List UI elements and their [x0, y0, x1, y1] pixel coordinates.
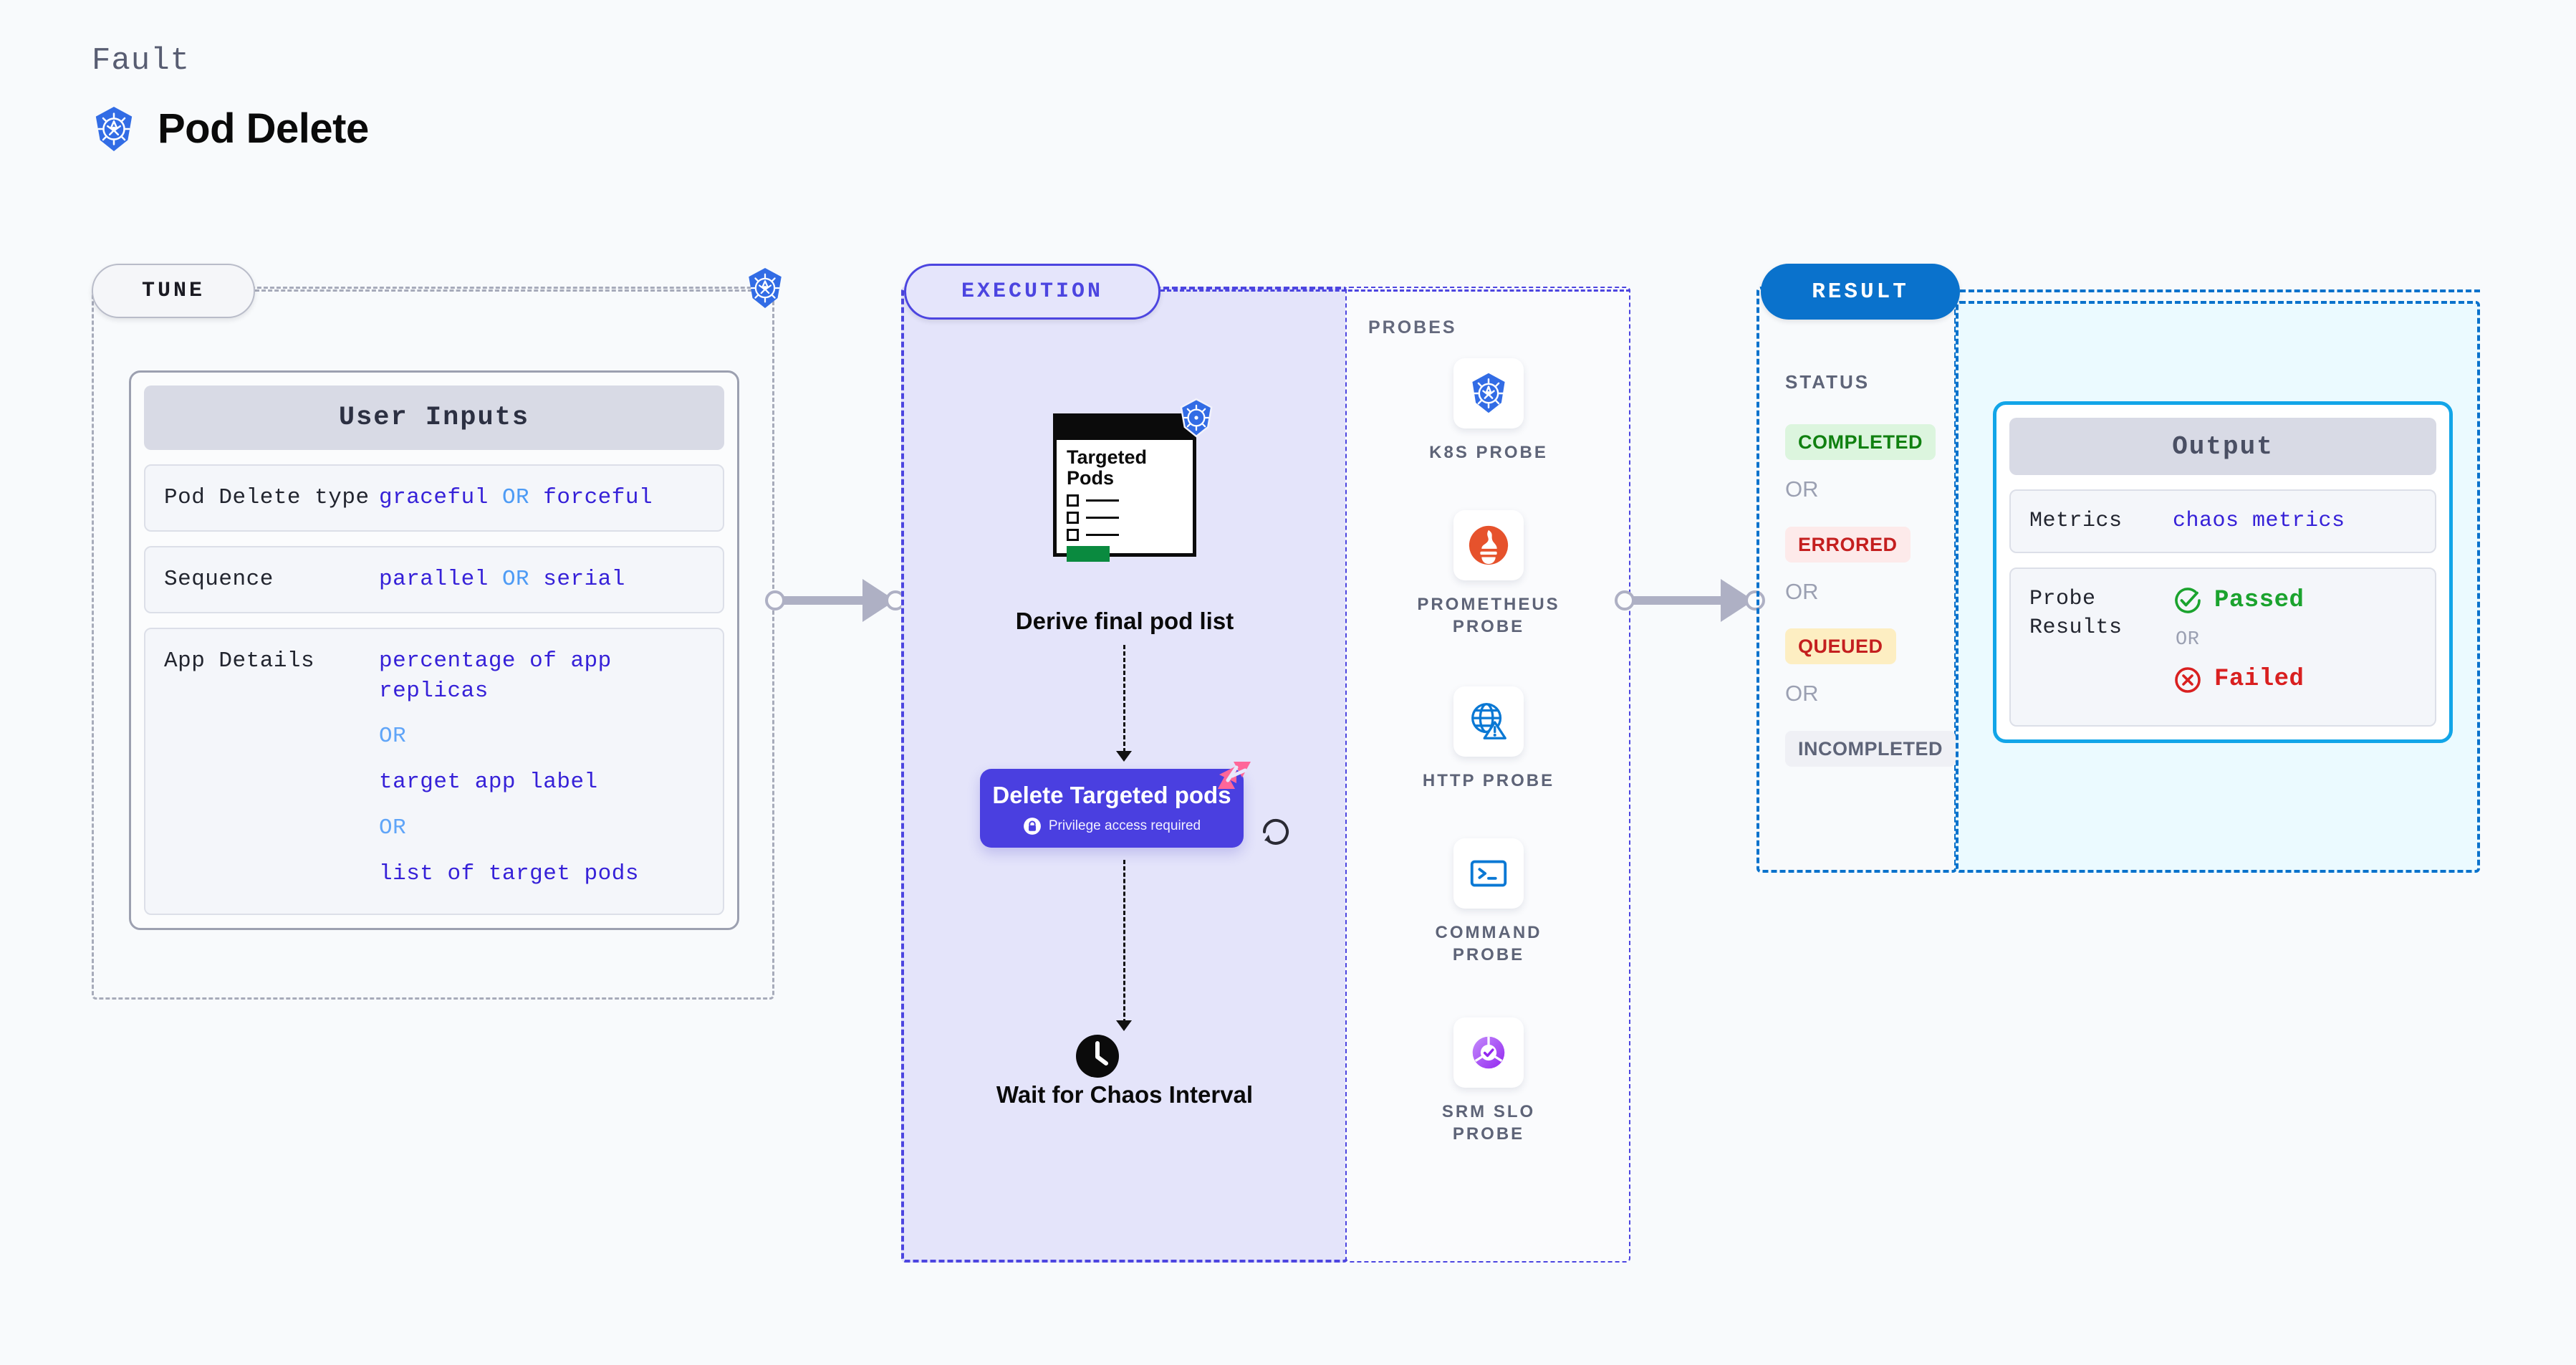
table-row: Sequence parallel OR serial [144, 545, 724, 613]
page-title: Pod Delete [158, 105, 369, 152]
probes-group-box [1345, 287, 1630, 1263]
row-label: Pod Delete type [164, 485, 370, 510]
user-inputs-card: User Inputs Pod Delete type graceful OR … [129, 370, 739, 930]
probe-label: COMMAND PROBE [1435, 923, 1542, 965]
probes-title: PROBES [1368, 317, 1457, 337]
or-separator: OR [1785, 476, 1819, 502]
eyebrow-label: Fault [92, 43, 191, 79]
tune-group-box [92, 287, 774, 1000]
row-label: Metrics [2029, 509, 2123, 533]
terminal-icon [1453, 838, 1524, 909]
value-option: parallel [379, 566, 489, 592]
probe-srm-slo[interactable]: SRM SLO PROBE [1406, 1017, 1571, 1145]
row-value: parallel OR serial [379, 565, 625, 595]
table-row: Pod Delete type graceful OR forceful [144, 464, 724, 532]
kubernetes-icon [1178, 398, 1215, 441]
delete-card-title: Delete Targeted pods [992, 781, 1231, 808]
execution-leader-line [1160, 289, 1630, 292]
targeted-pods-card: Targeted Pods [1053, 398, 1213, 562]
kubernetes-icon [1453, 358, 1524, 428]
privilege-note-text: Privilege access required [1048, 818, 1201, 834]
delete-targeted-pods-card[interactable]: Delete Targeted pods Privilege access re… [980, 762, 1251, 848]
row-value: percentage of app replicas OR target app… [379, 646, 639, 889]
wait-step-label: Wait for Chaos Interval [996, 1081, 1254, 1108]
probe-result-pass: Passed [2173, 585, 2304, 618]
loop-repeat-icon [1257, 813, 1294, 854]
pass-label: Passed [2214, 586, 2305, 614]
flow-arrow [1116, 1020, 1132, 1031]
tune-leader-line [255, 289, 765, 292]
table-row: Probe Results Passed OR Failed [2009, 567, 2436, 727]
or-separator: OR [501, 485, 530, 510]
table-row: App Details percentage of app replicas O… [144, 627, 724, 915]
status-badge: QUEUED [1785, 628, 1896, 664]
progress-bar [1067, 546, 1110, 562]
title-row: Pod Delete [92, 105, 369, 153]
value-option: target app label [379, 770, 598, 795]
row-value: Passed OR Failed [2173, 585, 2304, 696]
or-separator: OR [1785, 681, 1819, 706]
probe-label: HTTP PROBE [1422, 771, 1555, 790]
probe-prometheus[interactable]: PROMETHEUS PROBE [1406, 510, 1571, 638]
probe-command[interactable]: COMMAND PROBE [1406, 838, 1571, 966]
status-badge: ERRORED [1785, 527, 1911, 562]
globe-warning-icon [1453, 686, 1524, 757]
derive-step-label: Derive final pod list [1015, 608, 1234, 634]
status-title: STATUS [1785, 371, 1870, 393]
or-separator: OR [379, 724, 407, 749]
lock-icon [1023, 818, 1041, 835]
row-label: Probe Results [2029, 586, 2123, 641]
flow-connector [1123, 645, 1125, 752]
srm-slo-icon [1453, 1017, 1524, 1088]
or-separator: OR [501, 566, 530, 592]
row-value: graceful OR forceful [379, 483, 653, 513]
result-pill[interactable]: RESULT [1761, 264, 1960, 320]
privilege-note: Privilege access required [1023, 817, 1201, 835]
connector-execution-to-result [1615, 579, 1767, 622]
prometheus-icon [1453, 510, 1524, 580]
user-inputs-title: User Inputs [144, 385, 724, 450]
or-separator: OR [1785, 579, 1819, 604]
execution-pill[interactable]: EXECUTION [904, 264, 1160, 320]
flow-arrow [1116, 751, 1132, 762]
connector-tune-to-execution [765, 579, 905, 622]
table-row: Metrics chaos metrics [2009, 489, 2436, 553]
pod-checklist [1057, 489, 1193, 542]
output-card: Output Metrics chaos metrics Probe Resul… [1993, 401, 2453, 743]
probe-result-fail: Failed [2173, 664, 2304, 696]
output-title: Output [2009, 418, 2436, 475]
row-label: App Details [164, 648, 315, 674]
page-header: Fault Pod Delete [92, 43, 369, 153]
or-separator: OR [379, 815, 407, 841]
clock-icon [1075, 1033, 1120, 1083]
chaos-logo-icon [1215, 759, 1254, 800]
value-option: serial [543, 566, 625, 592]
tune-pill[interactable]: TUNE [92, 264, 255, 318]
probe-label: PROMETHEUS PROBE [1417, 595, 1560, 637]
value-option: graceful [379, 485, 489, 510]
probe-label: SRM SLO PROBE [1441, 1102, 1536, 1144]
x-circle-icon [2175, 666, 2201, 693]
probe-k8s[interactable]: K8S PROBE [1406, 358, 1571, 464]
probe-http[interactable]: HTTP PROBE [1406, 686, 1571, 792]
row-label: Sequence [164, 566, 274, 592]
status-badge: INCOMPLETED [1785, 731, 1956, 767]
or-separator: OR [2176, 629, 2200, 651]
flow-connector [1123, 860, 1125, 1023]
fail-label: Failed [2214, 665, 2305, 693]
row-value: chaos metrics [2173, 509, 2345, 533]
targeted-pods-title: Targeted Pods [1067, 446, 1148, 489]
kubernetes-icon [92, 105, 136, 153]
value-option: list of target pods [379, 861, 639, 886]
kubernetes-icon [745, 267, 785, 313]
probe-label: K8S PROBE [1429, 443, 1548, 462]
result-leader-line [1960, 289, 2480, 292]
status-badge: COMPLETED [1785, 424, 1936, 460]
value-option: forceful [543, 485, 653, 510]
check-circle-icon [2175, 588, 2201, 614]
value-option: percentage of app replicas [379, 648, 612, 704]
